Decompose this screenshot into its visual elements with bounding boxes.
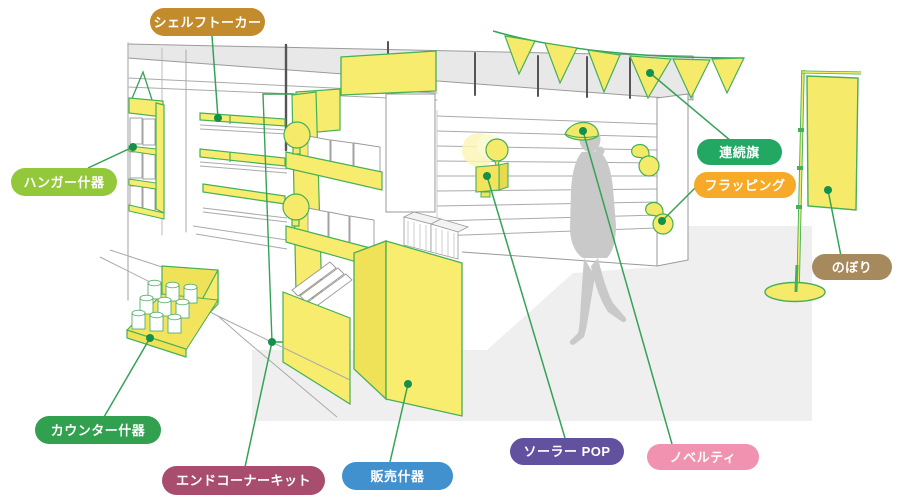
wall-shelf [192, 124, 288, 250]
label-hanger-fixture: ハンガー什器 [11, 168, 117, 196]
leader-dots [129, 69, 832, 388]
label-shelf-talker: シェルフトーカー [150, 8, 265, 36]
label-nobori-banner: のぼり [812, 254, 892, 280]
balloon-pop [282, 121, 311, 227]
label-novelty: ノベルティ [647, 444, 759, 470]
end-corner-bracket [262, 93, 294, 343]
solar-pop [462, 133, 509, 198]
product-stacks [402, 211, 470, 260]
label-bunting-flags: 連続旗 [697, 139, 782, 165]
slat-wall [436, 110, 658, 267]
flapping-hook-pop [631, 143, 674, 235]
counter-display [126, 265, 219, 358]
novelty-cap [564, 121, 599, 141]
bunting-flags [492, 30, 745, 100]
label-solar-pop: ソーラー POP [510, 438, 624, 465]
label-flapping: フラッピング [694, 172, 796, 198]
gondola-end-display [282, 88, 383, 406]
label-sales-fixture: 販売什器 [342, 462, 453, 490]
nobori-banner [764, 69, 862, 303]
floor-display [340, 50, 470, 417]
leader-lines [87, 35, 842, 468]
wall-end-panel [656, 93, 689, 267]
label-counter-fixture: カウンター什器 [35, 416, 161, 444]
label-end-corner-kit: エンドコーナーキット [162, 466, 325, 495]
hanger-display [128, 70, 165, 220]
shelf-talker-strips [199, 112, 286, 205]
